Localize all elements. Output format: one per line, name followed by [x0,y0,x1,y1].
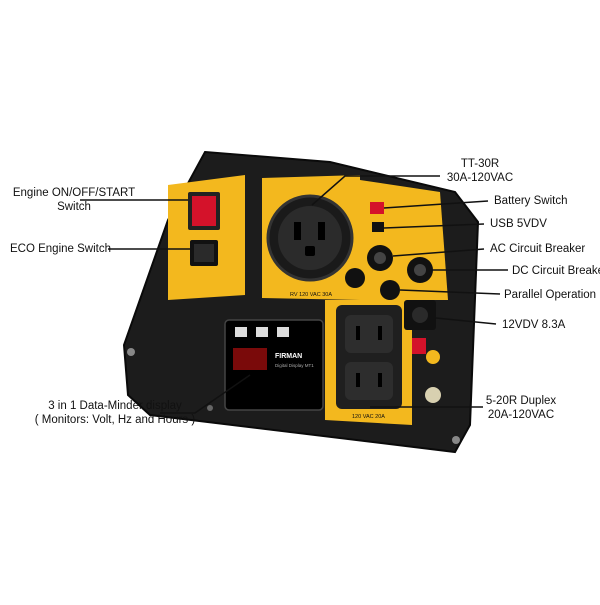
screw-icon [452,436,460,444]
leader-line [160,374,251,414]
parallel-operation-terminals[interactable] [345,268,400,300]
leader-line [383,223,485,229]
dc-circuit-breaker[interactable] [407,257,433,283]
dc-12v-outlet[interactable] [404,300,436,330]
callout-battery-switch: Battery Switch [494,195,568,207]
callout-data-minder: 3 in 1 Data-Minder display( Monitors: Vo… [34,400,196,426]
callout-parallel: Parallel Operation [504,289,597,301]
usb-port[interactable] [372,222,384,232]
reset-button[interactable] [412,338,426,354]
callout-usb: USB 5VDV [490,218,547,230]
engine-switch[interactable] [188,192,220,230]
duplex-rating: 120 VAC 20A [352,414,385,420]
eco-switch[interactable] [190,240,218,266]
callout-ac-breaker: AC Circuit Breaker [490,243,586,255]
leader-line [399,289,501,295]
data-minder-display: FIRMAN Digital Display MT1 [224,319,324,411]
indicator-icon [426,350,440,364]
left-yellow-area [168,175,245,300]
battery-switch[interactable] [370,202,384,214]
display-brand: FIRMAN [275,353,302,360]
callout-eco-switch: ECO Engine Switch [10,243,111,255]
led-readout [233,348,267,370]
display-subtitle: Digital Display MT1 [275,363,314,368]
leader-line [392,248,485,257]
tt30-rating: RV 120 VAC 30A [290,292,332,298]
callout-12v: 12VDV 8.3A [502,319,566,331]
screw-icon [207,405,213,411]
leader-lines [80,175,508,414]
leader-line [311,175,440,206]
tt30r-outlet[interactable] [266,194,354,282]
right-controls [412,338,441,403]
screw-icon [127,348,135,356]
callout-dc-breaker: DC Circuit Breaker [512,265,600,277]
leader-line [435,317,497,325]
duplex-outlet[interactable] [336,305,402,409]
leader-line [383,200,489,209]
right-yellow-area [360,180,448,300]
ac-circuit-breaker[interactable] [367,245,393,271]
ground-terminal[interactable] [425,387,441,403]
